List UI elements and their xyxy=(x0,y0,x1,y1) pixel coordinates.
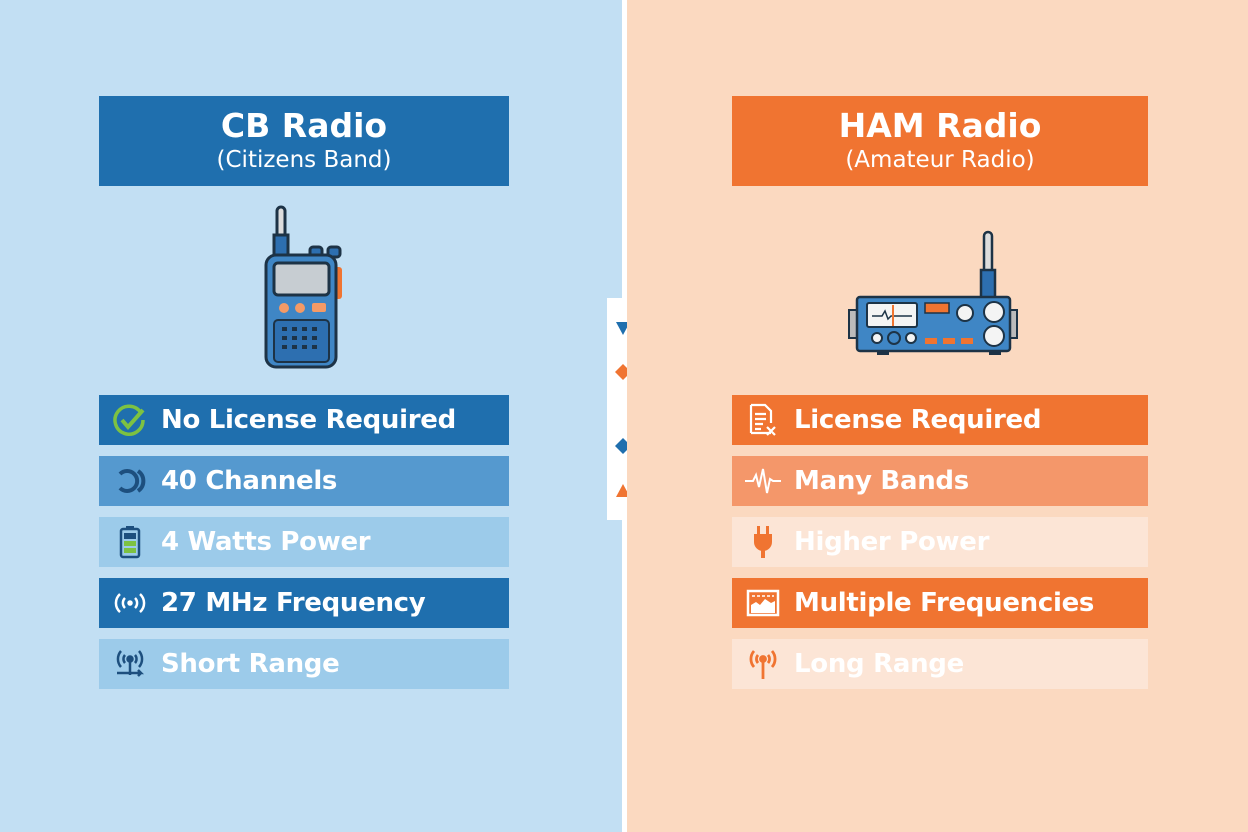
feature-label: No License Required xyxy=(161,405,456,435)
feature-label: Long Range xyxy=(794,649,964,679)
ham-header: HAM Radio (Amateur Radio) xyxy=(732,96,1148,186)
signal-waves-icon xyxy=(99,591,161,615)
ham-panel: HAM Radio (Amateur Radio) License Requir… xyxy=(627,0,1248,832)
battery-icon xyxy=(99,525,161,559)
antenna-broadcast-icon xyxy=(732,647,794,681)
feature-label: 4 Watts Power xyxy=(161,527,371,557)
ham-feature-row: License Required xyxy=(732,395,1148,445)
cb-panel: CB Radio (Citizens Band) No License Requ… xyxy=(0,0,622,832)
feature-label: Many Bands xyxy=(794,466,969,496)
cb-feature-row: 40 Channels xyxy=(99,456,509,506)
waveform-icon xyxy=(732,467,794,495)
base-station-radio-icon xyxy=(848,230,1018,355)
ham-feature-row: Long Range xyxy=(732,639,1148,689)
plug-icon xyxy=(732,525,794,559)
spectrum-icon xyxy=(732,589,794,617)
cb-feature-row: No License Required xyxy=(99,395,509,445)
feature-label: Multiple Frequencies xyxy=(794,588,1095,618)
channel-cycle-icon xyxy=(99,466,161,496)
license-document-icon xyxy=(732,403,794,437)
ham-title: HAM Radio xyxy=(838,106,1042,145)
cb-subtitle: (Citizens Band) xyxy=(216,147,392,173)
cb-header: CB Radio (Citizens Band) xyxy=(99,96,509,186)
cb-feature-row: 4 Watts Power xyxy=(99,517,509,567)
cb-feature-row: 27 MHz Frequency xyxy=(99,578,509,628)
cb-title: CB Radio xyxy=(220,106,388,145)
feature-label: 40 Channels xyxy=(161,466,338,496)
cb-feature-row: Short Range xyxy=(99,639,509,689)
triangle-down-icon xyxy=(616,322,630,335)
ham-feature-row: Higher Power xyxy=(732,517,1148,567)
ham-subtitle: (Amateur Radio) xyxy=(845,147,1035,173)
antenna-short-range-icon xyxy=(99,647,161,681)
feature-label: Short Range xyxy=(161,649,340,679)
feature-label: License Required xyxy=(794,405,1042,435)
feature-label: 27 MHz Frequency xyxy=(161,588,426,618)
check-circle-icon xyxy=(99,403,161,437)
feature-label: Higher Power xyxy=(794,527,990,557)
walkie-talkie-icon xyxy=(264,205,342,369)
triangle-up-icon xyxy=(616,484,630,497)
ham-feature-row: Multiple Frequencies xyxy=(732,578,1148,628)
ham-feature-row: Many Bands xyxy=(732,456,1148,506)
